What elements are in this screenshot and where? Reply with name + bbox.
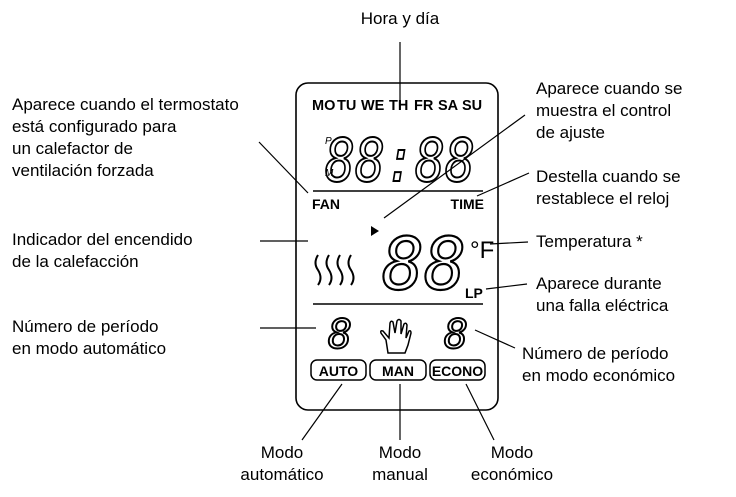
- lcd-frame: [295, 82, 499, 411]
- label-arrow-description: Aparece cuando se muestra el control de …: [536, 79, 683, 142]
- man-button-label: MAN: [382, 363, 414, 379]
- label-mode-econo: Modo económico: [470, 443, 554, 484]
- label-temperature: Temperatura *: [536, 232, 643, 251]
- auto-button-label: AUTO: [319, 363, 359, 379]
- label-fan-description: Aparece cuando el termostato está config…: [12, 95, 239, 180]
- econo-period-digit: 8: [444, 312, 468, 358]
- clock-digits: 88:88: [325, 126, 475, 196]
- label-lp-description: Aparece durante una falla eléctrica: [536, 274, 669, 315]
- hand-icon: [380, 318, 412, 354]
- auto-period-digit: 8: [328, 312, 352, 358]
- econo-button-frame: [429, 359, 486, 381]
- label-auto-period: Número de período en modo automático: [12, 317, 167, 358]
- callout-lines: [258, 42, 530, 441]
- heat-waves-icon: [314, 254, 355, 286]
- fan-indicator: FAN: [312, 196, 340, 212]
- lp-indicator: LP: [465, 285, 483, 301]
- day-th: TH: [389, 98, 408, 114]
- day-su: SU: [462, 98, 482, 114]
- label-heat-description: Indicador del encendido de la calefacció…: [12, 230, 193, 271]
- econo-button-label: ECONO: [432, 363, 483, 379]
- day-we: WE: [361, 98, 385, 114]
- label-mode-man: Modo manual: [372, 443, 428, 484]
- time-indicator: TIME: [451, 196, 484, 212]
- label-mode-auto: Modo automático: [240, 443, 324, 484]
- label-econo-period: Número de período en modo económico: [522, 344, 676, 385]
- man-button-frame: [369, 359, 427, 381]
- auto-button-frame: [310, 359, 367, 381]
- am-pm-m: M: [325, 168, 334, 179]
- am-pm-p: P: [325, 136, 332, 147]
- day-sa: SA: [438, 98, 459, 114]
- days-row: MO TU WE TH FR SA SU: [312, 98, 482, 114]
- arrow-indicator-icon: [371, 226, 379, 236]
- temperature-digits: 88: [382, 222, 466, 306]
- label-hora-dia: Hora y día: [360, 9, 440, 28]
- day-fr: FR: [414, 98, 434, 114]
- day-mo: MO: [312, 98, 335, 114]
- day-tu: TU: [337, 98, 356, 114]
- label-time-description: Destella cuando se restablece el reloj: [536, 167, 681, 208]
- temperature-unit: °F: [470, 237, 494, 264]
